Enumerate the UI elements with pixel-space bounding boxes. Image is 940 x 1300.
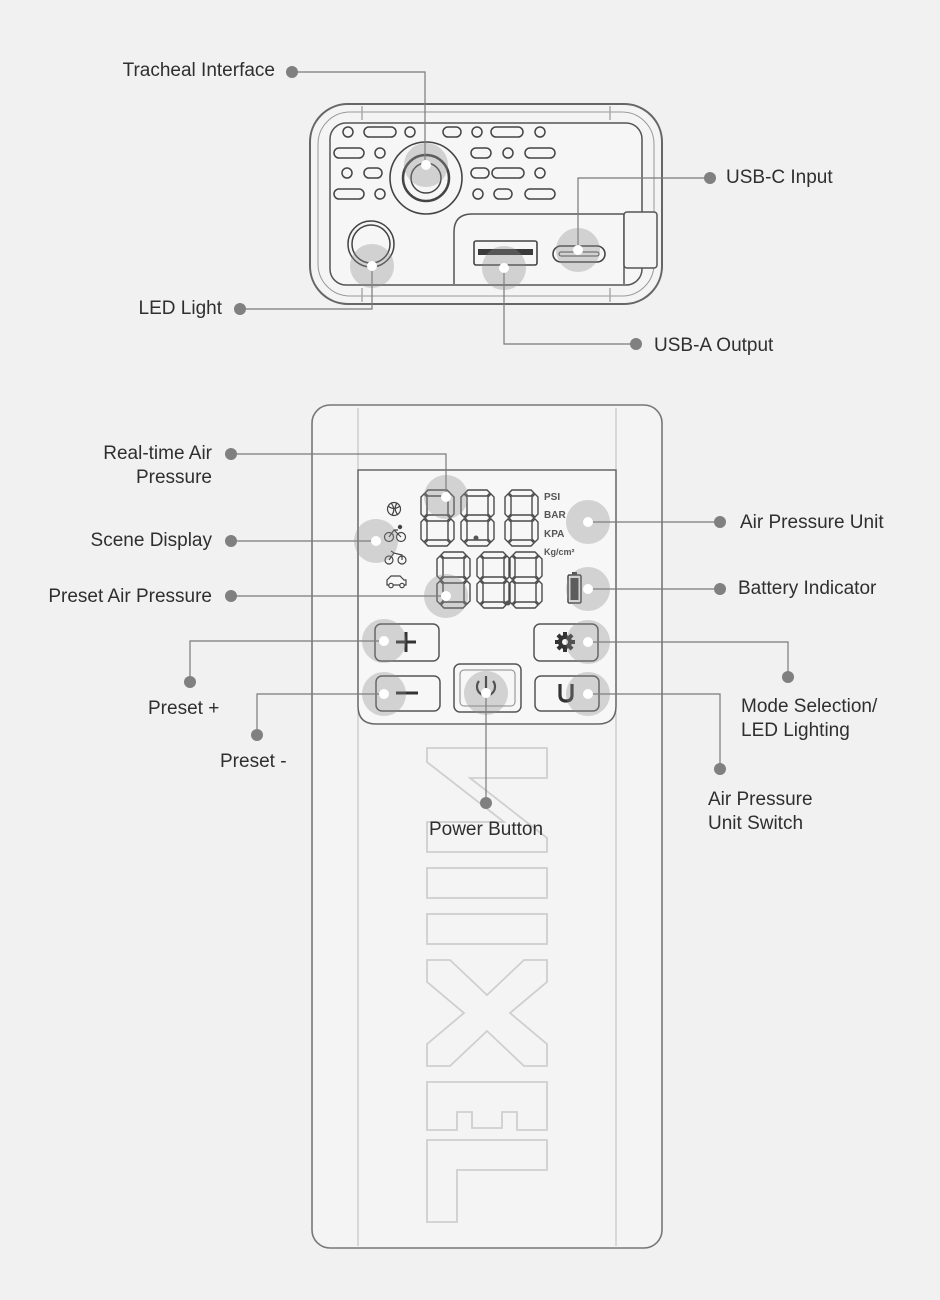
label-preset-minus: Preset - [220, 751, 287, 772]
segment [464, 514, 491, 522]
segment [503, 555, 511, 580]
power-button[interactable] [453, 663, 522, 713]
segment [440, 601, 467, 609]
segment [508, 539, 535, 547]
segment [464, 489, 491, 497]
vent-pattern [333, 126, 556, 200]
label-usb-c-input: USB-C Input [726, 167, 833, 188]
segment [508, 555, 516, 580]
highlight-plus [362, 619, 406, 663]
segment [480, 551, 507, 559]
top-view [309, 103, 663, 305]
label-power-button: Power Button [428, 819, 544, 840]
battery-icon [567, 572, 582, 604]
segment [476, 555, 484, 580]
segment [508, 489, 535, 497]
leader-lines [189, 71, 789, 803]
highlight-scene [354, 519, 398, 563]
segment [463, 555, 471, 580]
label-mode-selection: Mode Selection/ LED Lighting [741, 696, 878, 741]
label-preset-plus: Preset + [148, 698, 220, 719]
label-dots [184, 66, 794, 809]
segment [504, 518, 512, 543]
segment [531, 518, 539, 543]
segment [424, 514, 451, 522]
highlight-usbc [556, 228, 600, 272]
segment [487, 518, 495, 543]
ball-icon [386, 501, 402, 517]
label-air-pressure-unit: Air Pressure Unit [740, 512, 884, 533]
segment [531, 493, 539, 518]
segment [476, 580, 484, 605]
segment [440, 551, 467, 559]
segment [535, 580, 543, 605]
unit-kpa: KPA [544, 529, 564, 540]
label-tracheal-interface: Tracheal Interface [122, 60, 275, 81]
segment [480, 601, 507, 609]
unit-kgcm: Kg/cm² [544, 547, 575, 557]
scene-icons [383, 501, 407, 589]
highlight-battery [566, 567, 610, 611]
segment [460, 493, 468, 518]
segment [480, 576, 507, 584]
segment [512, 601, 539, 609]
segment [508, 580, 516, 605]
car-icon [386, 575, 407, 589]
segment [535, 555, 543, 580]
segment [440, 576, 467, 584]
label-unit-switch: Air Pressure Unit Switch [708, 789, 813, 834]
plus-icon [396, 632, 416, 652]
segment [424, 539, 451, 547]
segment [420, 493, 428, 518]
segment [512, 576, 539, 584]
segment [460, 518, 468, 543]
bicycle-icon [383, 524, 407, 543]
segment [420, 518, 428, 543]
segment [436, 580, 444, 605]
segment [504, 493, 512, 518]
brand-logo [426, 747, 548, 1223]
highlight-unit [566, 500, 610, 544]
label-scene-display: Scene Display [90, 530, 212, 551]
unit-bar: BAR [544, 510, 566, 521]
label-realtime-air-pressure: Real-time Air Pressure [103, 443, 212, 488]
highlight-mode [566, 620, 610, 664]
highlight-led [350, 244, 394, 288]
highlight-preset-pressure [424, 574, 468, 618]
label-usb-a-output: USB-A Output [654, 335, 774, 356]
label-battery-indicator: Battery Indicator [738, 578, 877, 599]
highlight-realtime [424, 475, 468, 519]
label-preset-air-pressure: Preset Air Pressure [48, 586, 212, 607]
label-led-light: LED Light [138, 298, 222, 319]
callout-highlights [350, 143, 610, 716]
segment [436, 555, 444, 580]
highlight-tracheal [404, 143, 448, 187]
segment [424, 489, 451, 497]
segment [447, 518, 455, 543]
segment [508, 514, 535, 522]
highlight-usba [482, 246, 526, 290]
motorcycle-icon [384, 550, 407, 565]
segment [463, 580, 471, 605]
gear-icon [555, 632, 575, 652]
highlight-power [464, 671, 508, 715]
front-view: PSI BAR KPA Kg/cm² [311, 404, 663, 1249]
unit-psi: PSI [544, 492, 560, 503]
highlight-unit-switch [566, 672, 610, 716]
segment [487, 493, 495, 518]
highlight-minus [362, 672, 406, 716]
segment [464, 539, 491, 547]
segment-display [420, 489, 543, 609]
unit-icon [558, 684, 574, 703]
segment [512, 551, 539, 559]
